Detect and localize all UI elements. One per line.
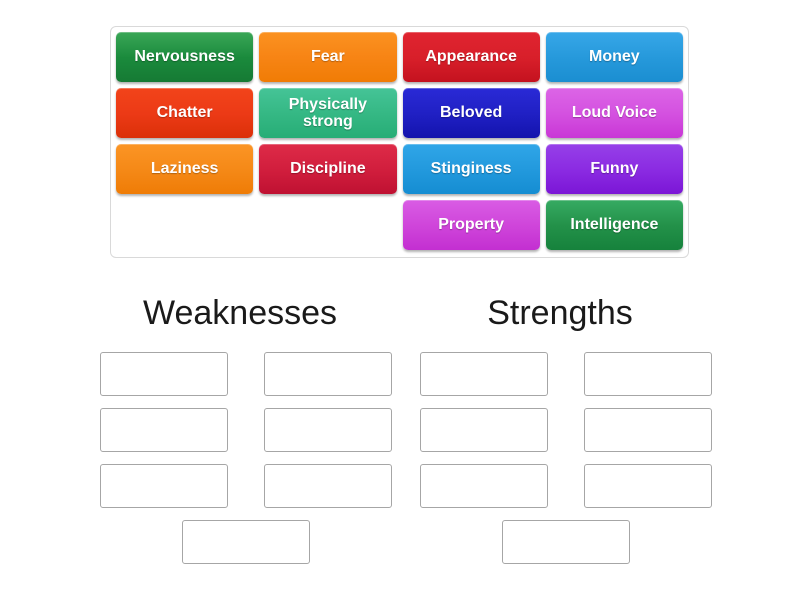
drop-slot[interactable] — [182, 520, 310, 564]
tile-placeholder — [116, 200, 253, 250]
drop-zone-weaknesses[interactable] — [100, 352, 392, 576]
draggable-tile[interactable]: Stinginess — [402, 144, 540, 194]
drop-slot[interactable] — [584, 464, 712, 508]
group-heading-strengths: Strengths — [487, 294, 633, 332]
draggable-tile[interactable]: Chatter — [116, 88, 254, 138]
group-heading-weaknesses: Weaknesses — [142, 294, 338, 332]
drop-slot[interactable] — [420, 464, 548, 508]
draggable-tile[interactable]: Loud Voice — [545, 88, 683, 138]
slot-row — [420, 520, 712, 564]
draggable-tile[interactable]: Intelligence — [545, 200, 683, 250]
slot-row — [420, 464, 712, 508]
drop-zone-strengths[interactable] — [420, 352, 712, 576]
draggable-tile[interactable]: Beloved — [402, 88, 540, 138]
draggable-tile[interactable]: Funny — [545, 144, 683, 194]
drop-slot[interactable] — [264, 352, 392, 396]
slot-row — [100, 352, 392, 396]
slot-row — [420, 352, 712, 396]
drop-slot[interactable] — [584, 408, 712, 452]
draggable-tile[interactable]: Physically strong — [259, 88, 397, 138]
slot-row — [100, 520, 392, 564]
draggable-tile[interactable]: Money — [545, 32, 683, 82]
drop-slot[interactable] — [100, 408, 228, 452]
drop-slot[interactable] — [264, 464, 392, 508]
drop-slot[interactable] — [584, 352, 712, 396]
tile-placeholder — [259, 200, 396, 250]
drop-slot[interactable] — [264, 408, 392, 452]
draggable-tile[interactable]: Property — [402, 200, 540, 250]
draggable-tile[interactable]: Laziness — [116, 144, 254, 194]
draggable-tile[interactable]: Nervousness — [116, 32, 254, 82]
draggable-tile[interactable]: Appearance — [402, 32, 540, 82]
drop-slot[interactable] — [420, 352, 548, 396]
drop-slot[interactable] — [420, 408, 548, 452]
draggable-tile[interactable]: Discipline — [259, 144, 397, 194]
drop-slot[interactable] — [100, 352, 228, 396]
drop-slot[interactable] — [100, 464, 228, 508]
slot-row — [100, 464, 392, 508]
drop-slot[interactable] — [502, 520, 630, 564]
draggable-tile[interactable]: Fear — [259, 32, 397, 82]
slot-row — [420, 408, 712, 452]
slot-row — [100, 408, 392, 452]
